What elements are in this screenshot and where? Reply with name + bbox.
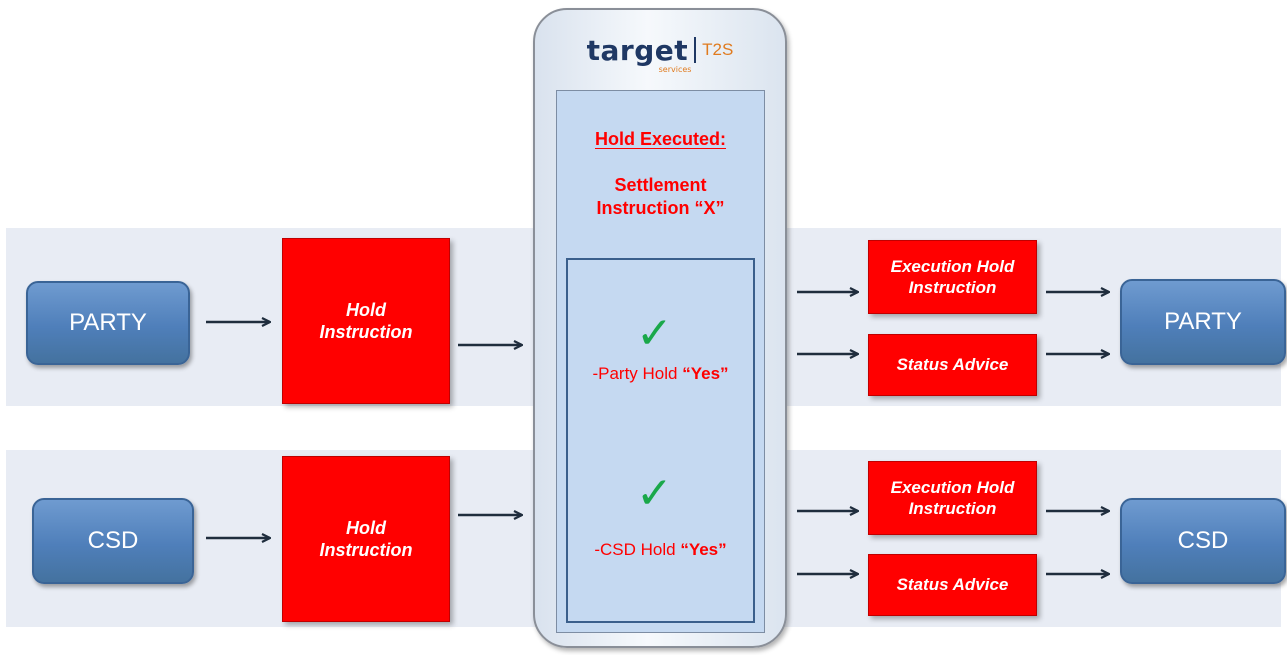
party-hold-status: -Party Hold “Yes” [566,364,755,384]
logo-subtext: services [658,64,692,74]
settlement-instruction-line1: Settlement [614,175,707,195]
party-sender-box: PARTY [26,281,190,365]
party-receiver-box: PARTY [1120,279,1286,365]
csd-receiver-box: CSD [1120,498,1286,584]
csd-sender-box: CSD [32,498,194,584]
csd-hold-value: “Yes” [680,540,727,559]
csd-hold-check-icon: ✓ [636,468,673,519]
csd-hold-instruction-line1: Hold [346,517,386,538]
csd-status-advice-box: Status Advice [868,554,1037,616]
party-status-advice-box: Status Advice [868,334,1037,396]
party-hold-value: “Yes” [682,364,729,383]
csd-hold-prefix: -CSD Hold [594,540,681,559]
csd-hold-instruction-line2: Instruction [319,540,413,560]
party-execution-hold-line1: Execution Hold [890,256,1015,276]
party-execution-hold-line2: Instruction [908,278,997,297]
party-hold-prefix: -Party Hold [592,364,683,383]
hold-executed-heading: Hold Executed: [594,129,727,149]
party-hold-check-icon: ✓ [636,308,673,359]
party-hold-instruction-line1: Hold [346,299,386,320]
csd-hold-status: -CSD Hold “Yes” [566,540,755,560]
csd-execution-hold-line1: Execution Hold [890,477,1015,497]
hold-status-box [566,258,755,623]
settlement-instruction-label: Settlement Instruction “X” [566,174,755,221]
settlement-instruction-line2: Instruction “X” [596,198,725,219]
csd-execution-hold-line2: Instruction [908,499,997,518]
logo-separator [694,37,697,63]
party-hold-instruction-line2: Instruction [319,322,413,342]
logo-product: T2S [702,40,734,59]
